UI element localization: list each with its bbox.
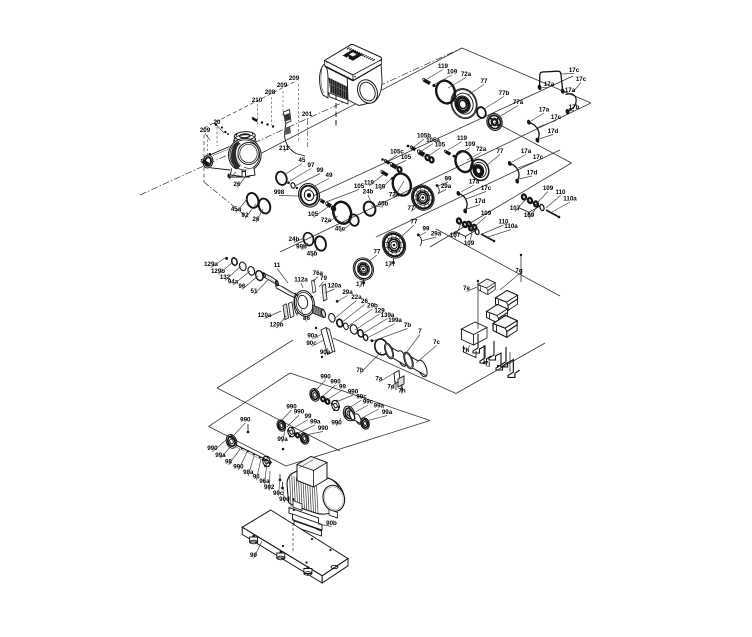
svg-text:17d: 17d (475, 198, 486, 205)
svg-text:45: 45 (299, 157, 306, 164)
svg-text:105: 105 (401, 154, 412, 161)
svg-text:99c: 99c (363, 399, 374, 406)
svg-text:17a: 17a (469, 179, 480, 186)
svg-text:7: 7 (418, 328, 422, 335)
svg-text:17a: 17a (521, 148, 532, 155)
svg-text:17c: 17c (551, 114, 562, 121)
svg-text:7c: 7c (433, 339, 440, 346)
svg-text:209: 209 (289, 75, 300, 82)
svg-text:29a: 29a (441, 183, 452, 190)
svg-text:120a: 120a (258, 312, 272, 319)
svg-text:199a: 199a (388, 317, 402, 324)
svg-text:24b: 24b (363, 189, 374, 196)
svg-text:201: 201 (302, 111, 313, 118)
svg-text:109: 109 (543, 185, 554, 192)
svg-text:99: 99 (423, 226, 430, 233)
svg-text:208: 208 (265, 89, 276, 96)
svg-text:990: 990 (318, 425, 329, 432)
svg-text:990: 990 (240, 417, 251, 424)
svg-text:99a: 99a (382, 409, 393, 416)
svg-text:990: 990 (294, 409, 305, 416)
svg-text:7b: 7b (404, 322, 411, 329)
svg-text:79: 79 (320, 275, 327, 282)
svg-text:17c: 17c (569, 67, 580, 74)
svg-text:17c: 17c (481, 185, 492, 192)
svg-text:77: 77 (481, 78, 488, 85)
svg-text:209: 209 (277, 82, 288, 89)
svg-text:20: 20 (214, 119, 221, 126)
svg-text:112a: 112a (294, 277, 308, 284)
svg-text:17b: 17b (569, 104, 580, 111)
svg-text:17d: 17d (548, 128, 559, 135)
svg-text:7g: 7g (515, 268, 522, 275)
svg-text:109: 109 (465, 141, 476, 148)
svg-text:72a: 72a (461, 71, 472, 78)
svg-text:24b: 24b (289, 236, 300, 243)
svg-text:77: 77 (411, 219, 418, 226)
svg-text:29a: 29a (431, 231, 442, 238)
svg-text:209: 209 (200, 127, 211, 134)
svg-text:17a: 17a (544, 81, 555, 88)
svg-text:77: 77 (497, 148, 504, 155)
svg-text:110a: 110a (563, 196, 577, 203)
svg-text:210: 210 (252, 97, 263, 104)
svg-text:7e: 7e (463, 285, 470, 292)
svg-text:99: 99 (317, 167, 324, 174)
svg-text:90a: 90a (307, 333, 318, 340)
svg-text:109: 109 (481, 210, 492, 217)
svg-text:97: 97 (308, 162, 315, 169)
svg-text:109: 109 (447, 69, 458, 76)
svg-text:998: 998 (274, 189, 285, 196)
svg-text:90c: 90c (306, 340, 317, 347)
svg-text:17c: 17c (533, 154, 544, 161)
svg-text:120a: 120a (328, 283, 342, 290)
svg-text:49: 49 (326, 172, 333, 179)
svg-text:77a: 77a (513, 99, 524, 106)
svg-text:110a: 110a (504, 223, 518, 230)
svg-text:11: 11 (274, 262, 281, 269)
svg-text:99: 99 (339, 384, 346, 391)
svg-text:17a: 17a (539, 107, 550, 114)
svg-text:17d: 17d (527, 170, 538, 177)
svg-text:99: 99 (445, 176, 452, 183)
svg-text:77b: 77b (499, 90, 510, 97)
svg-text:72a: 72a (476, 146, 487, 153)
svg-text:105: 105 (435, 142, 446, 149)
svg-text:17c: 17c (576, 76, 587, 83)
svg-text:77: 77 (374, 249, 381, 256)
